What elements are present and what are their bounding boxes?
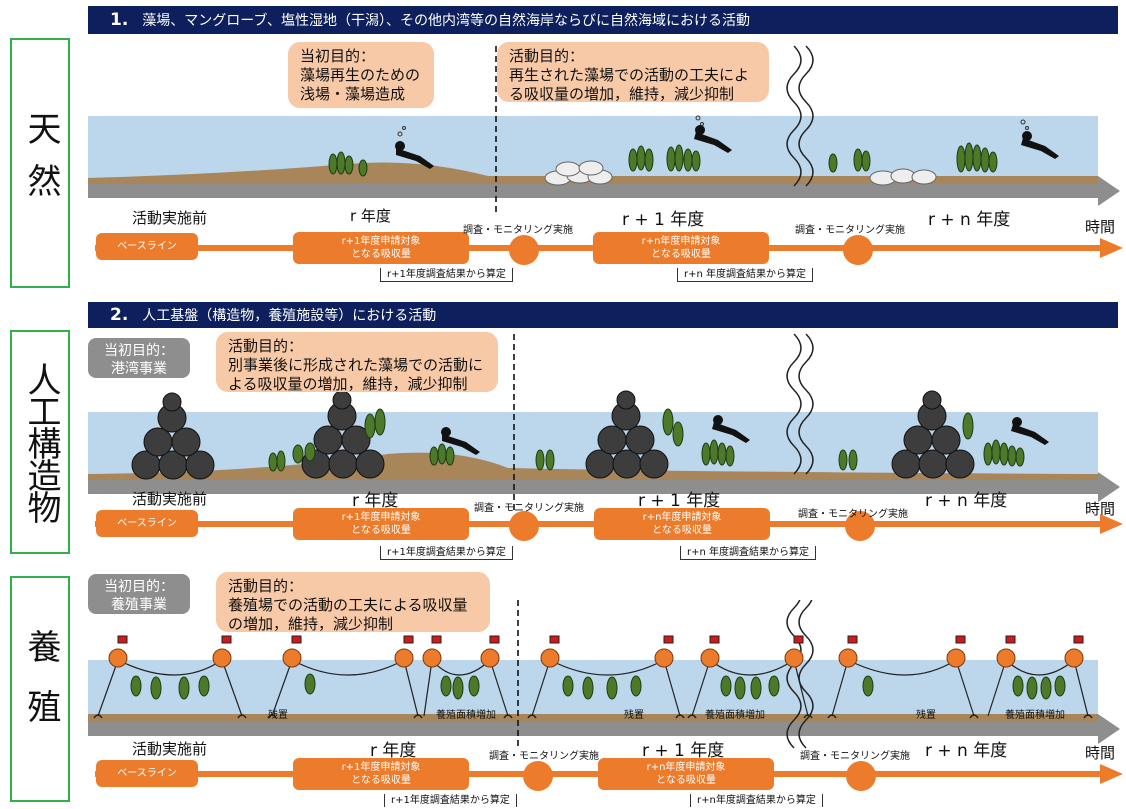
survey-label: 調査・モニタリング実施	[800, 751, 910, 762]
calc-r1: r+1年度調査結果から算定	[384, 794, 517, 807]
phase-before: 活動実施前	[132, 209, 208, 227]
pill-r1-target: r+1年度申請対象 となる吸収量	[293, 232, 469, 264]
bubble-activity-purpose: 活動目的： 別事業後に形成された藻場での活動に よる吸収量の増加，維持，減少抑制	[216, 332, 498, 393]
side-label-natural: 天然	[10, 38, 70, 288]
bubble-initial-purpose: 当初目的： 藻場再生のための 浅場・藻場造成	[288, 42, 434, 108]
phase-r1: r + 1 年度	[638, 491, 721, 511]
phase-before: 活動実施前	[132, 490, 208, 508]
section-title: 人工基盤（構造物，養殖施設等）における活動	[142, 308, 437, 324]
bubble-activity-purpose: 活動目的： 再生された藻場での活動の工夫によ る吸収量の増加，維持，減少抑制	[497, 42, 769, 103]
survey-label: 調査・モニタリング実施	[489, 751, 599, 762]
diver-icon	[395, 125, 1059, 169]
phase-r: r 年度	[370, 741, 417, 761]
phase-r1: r + 1 年度	[642, 741, 725, 761]
calc-r1: r+1年度調査結果から算定	[380, 268, 513, 282]
survey-point	[509, 511, 539, 541]
survey-label: 調査・モニタリング実施	[798, 509, 908, 520]
wave-break-icon	[786, 333, 802, 475]
survey-point	[509, 235, 539, 265]
pill-baseline: ベースライン	[96, 760, 198, 787]
flag-icon	[117, 635, 1084, 644]
pill-baseline-text: ベースライン	[117, 241, 177, 252]
anchor-icon	[93, 714, 1093, 719]
phase-r: r 年度	[352, 491, 399, 511]
buoy-icon	[108, 648, 1084, 668]
pill-r1-target: r+1年度申請対象 となる吸収量	[293, 758, 469, 790]
phase-rn: r + n 年度	[925, 491, 1008, 511]
side-label-text: 天然	[20, 111, 61, 215]
phase-r: r 年度	[350, 207, 391, 225]
survey-label: 調査・モニタリング実施	[474, 503, 584, 514]
expand-label: 養殖面積増加	[436, 710, 496, 721]
scene-natural	[88, 45, 1120, 216]
section-header-1: 1. 藻場、マングローブ、塩性湿地（干潟）、その他内湾等の自然海岸ならびに自然海…	[88, 6, 1118, 34]
pill-rn-target: r+n年度申請対象 となる吸収量	[598, 758, 774, 790]
phase-before: 活動実施前	[132, 740, 208, 758]
initial-purpose-tag: 当初目的： 養殖事業	[88, 574, 190, 614]
survey-point	[846, 761, 876, 791]
phase-rn: r + n 年度	[928, 210, 1011, 230]
section-number: 2.	[110, 305, 129, 325]
remain-label: 残置	[916, 710, 936, 721]
survey-point	[523, 761, 553, 791]
calc-rn: r+n 年度調査結果から算定	[677, 268, 814, 282]
side-label-text: 人工構造物	[20, 362, 61, 522]
scene-aquaculture	[88, 600, 1120, 750]
survey-point	[843, 235, 873, 265]
survey-label: 調査・モニタリング実施	[795, 225, 905, 236]
time-label: 時間	[1085, 744, 1116, 762]
side-label-aquaculture: 養殖	[10, 576, 70, 802]
timeline-arrow	[88, 472, 1120, 502]
seaweed-icon	[328, 142, 998, 177]
bubble-activity-purpose: 活動目的： 養殖場での活動の工夫による吸収量 の増加，維持，減少抑制	[216, 572, 490, 633]
survey-label: 調査・モニタリング実施	[463, 225, 573, 236]
orange-arrow-3	[95, 764, 1123, 784]
timeline-arrow	[88, 176, 1120, 206]
phase-rn: r + n 年度	[925, 741, 1008, 761]
calc-rn: r+n年度調査結果から算定	[690, 794, 823, 807]
wave-break-icon	[786, 45, 802, 187]
calc-rn: r+n 年度調査結果から算定	[680, 546, 817, 560]
seaweed-icon	[130, 673, 1066, 700]
pill-baseline: ベースライン	[96, 510, 198, 537]
pill-baseline-text: ベースライン	[117, 518, 177, 529]
pill-baseline: ベースライン	[96, 233, 198, 260]
phase-r1: r + 1 年度	[622, 210, 705, 230]
remain-label: 残置	[624, 710, 644, 721]
pill-r1-target: r+1年度申請対象 となる吸収量	[293, 508, 469, 540]
survey-point	[845, 511, 875, 541]
calc-r1: r+1年度調査結果から算定	[380, 546, 513, 560]
time-label: 時間	[1085, 218, 1116, 236]
section-number: 1.	[110, 10, 129, 30]
expand-label: 養殖面積増加	[705, 710, 765, 721]
seaweed-icon	[268, 408, 1025, 472]
initial-purpose-tag: 当初目的： 港湾事業	[88, 338, 190, 378]
side-label-artificial: 人工構造物	[10, 330, 70, 554]
section-header-2: 2. 人工基盤（構造物，養殖施設等）における活動	[88, 302, 1118, 328]
timeline-arrow	[88, 714, 1120, 744]
expand-label: 養殖面積増加	[1005, 710, 1065, 721]
section-title: 藻場、マングローブ、塩性湿地（干潟）、その他内湾等の自然海岸ならびに自然海域にお…	[142, 13, 751, 29]
remain-label: 残置	[268, 710, 288, 721]
pill-baseline-text: ベースライン	[117, 768, 177, 779]
diver-icon	[441, 415, 1049, 455]
pill-rn-target: r+n年度申請対象 となる吸収量	[594, 508, 770, 540]
time-label: 時間	[1085, 500, 1116, 518]
pill-rn-target: r+n年度申請対象 となる吸収量	[593, 232, 769, 264]
side-label-text: 養殖	[20, 629, 61, 749]
concrete-block-icon	[131, 390, 975, 480]
scene-artificial	[88, 333, 1120, 510]
